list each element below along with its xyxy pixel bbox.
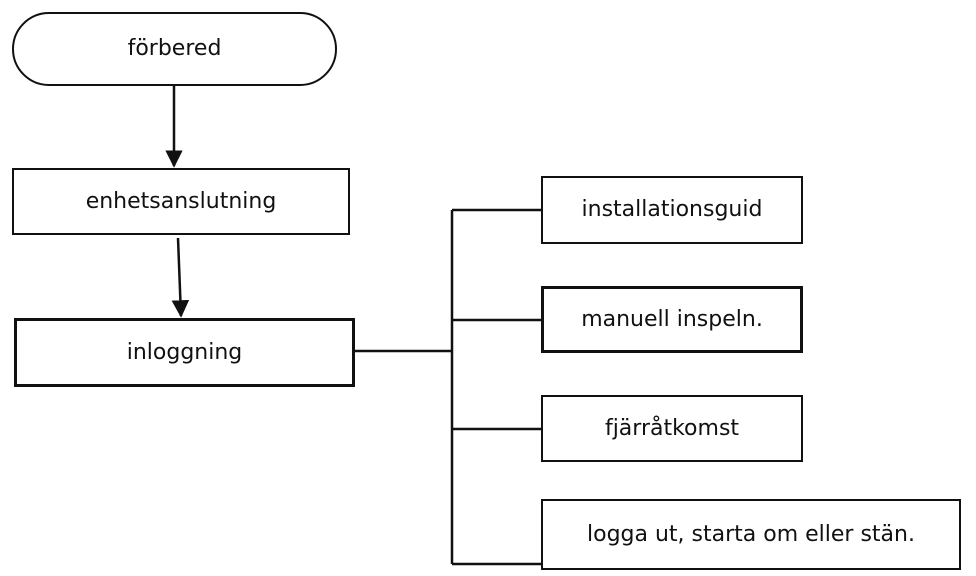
start-node: förbered (12, 12, 337, 86)
arrow-connection-to-login (171, 237, 190, 318)
wizard-node: installationsguid (541, 176, 803, 244)
logout-node: logga ut, starta om eller stän. (541, 499, 961, 570)
connection-node: enhetsanslutning (12, 168, 350, 235)
remote-node: fjärråtkomst (541, 395, 803, 462)
manual-node: manuell inspeln. (541, 286, 803, 353)
login-node: inloggning (14, 318, 355, 387)
